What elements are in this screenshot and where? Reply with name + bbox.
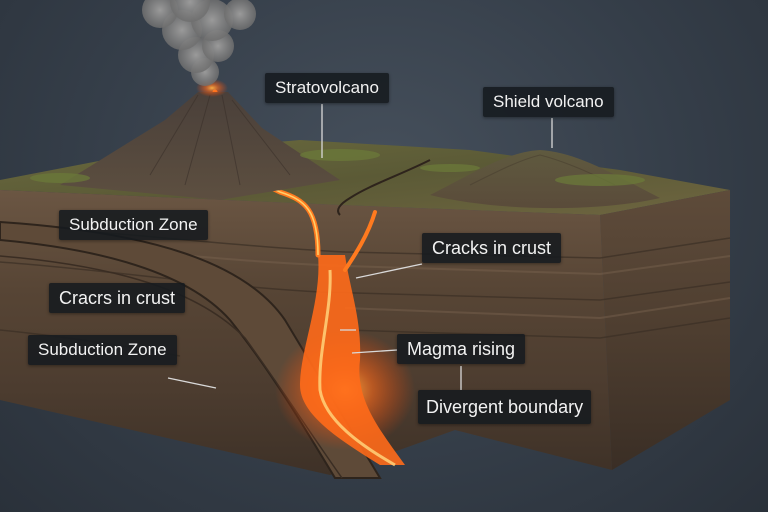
label-stratovolcano: Stratovolcano xyxy=(265,73,389,103)
label-shield-volcano: Shield volcano xyxy=(483,87,614,117)
label-magma-rising: Magma rising xyxy=(397,334,526,364)
label-divergent-boundary: Divergent boundary xyxy=(418,390,592,424)
surface-crack xyxy=(337,159,431,216)
crust-side-right xyxy=(600,190,730,470)
label-cracks-in-crust-right: Cracks in crust xyxy=(422,233,562,263)
label-subduction-zone-bottom: Subduction Zone xyxy=(28,335,177,365)
magma-plume xyxy=(300,255,405,465)
shield-volcano-cone xyxy=(430,150,660,209)
leader-lines xyxy=(167,104,553,390)
label-subduction-zone-top: Subduction Zone xyxy=(59,210,208,240)
label-cracks-in-crust-left: Cracrs in crust xyxy=(49,283,186,313)
stratovolcano-cone xyxy=(60,92,340,200)
smoke-plume xyxy=(142,0,256,86)
